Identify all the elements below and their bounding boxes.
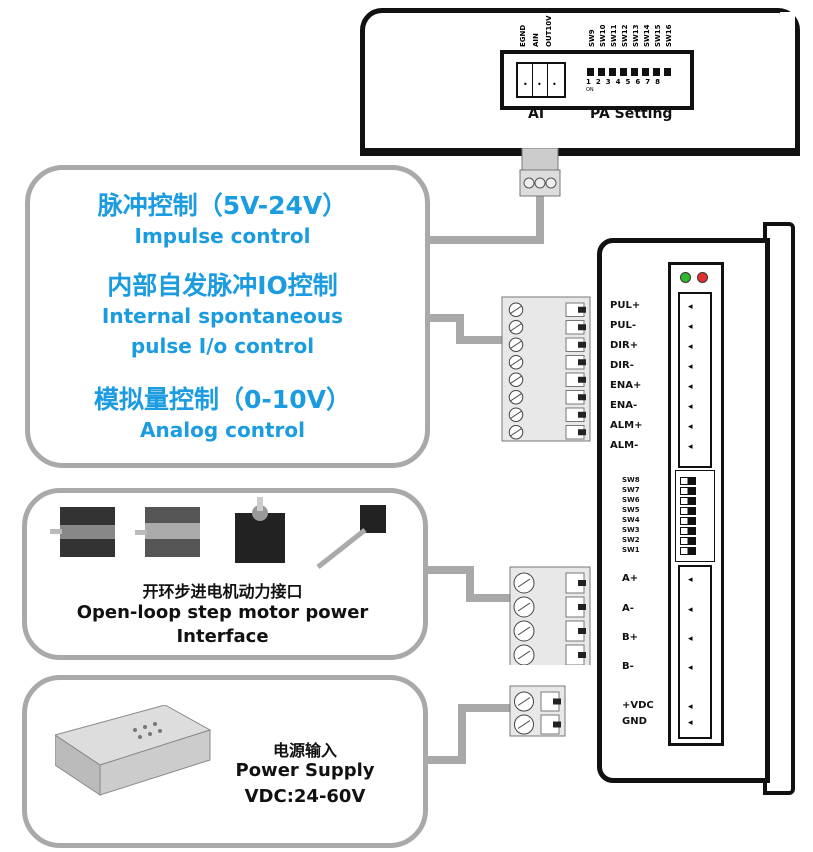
dip-on-label: ON xyxy=(586,87,594,93)
switch-label: SW14 xyxy=(643,24,651,47)
pin-arrow-icon: ◂ xyxy=(688,634,693,644)
stepper-motor-images xyxy=(50,497,386,569)
pin-arrow-icon: ◂ xyxy=(688,342,693,352)
ai-connector: ••• xyxy=(516,62,566,98)
pin-arrow-icon: ◂ xyxy=(688,302,693,312)
wire-motor xyxy=(428,566,512,602)
power-led xyxy=(680,272,691,283)
dip-switch[interactable] xyxy=(680,487,696,495)
dip-switch[interactable] xyxy=(680,477,696,485)
switch-label: SW5 xyxy=(622,506,640,514)
power-pin-label: A+ xyxy=(622,573,639,584)
signal-pin-label: ENA- xyxy=(610,400,638,411)
pin-arrow-icon: ◂ xyxy=(688,402,693,412)
power-pin-label: A- xyxy=(622,603,634,614)
dip-switch[interactable] xyxy=(680,537,696,545)
pin-arrow-icon: ◂ xyxy=(688,442,693,452)
switch-label: SW1 xyxy=(622,546,640,554)
ai-plug xyxy=(519,148,561,197)
power-supply-image xyxy=(55,705,212,796)
pin-arrow-icon: ◂ xyxy=(688,382,693,392)
switch-label: SW7 xyxy=(622,486,640,494)
signal-port xyxy=(678,292,712,468)
power-pin-label: +VDC xyxy=(622,700,654,711)
motor-interface-cn: 开环步进电机动力接口 xyxy=(142,582,303,601)
pin-arrow-icon: ◂ xyxy=(688,702,693,712)
wire-power xyxy=(428,704,512,764)
switch-label: SW4 xyxy=(622,516,640,524)
dip-switch[interactable] xyxy=(680,507,696,515)
pin-arrow-icon: ◂ xyxy=(688,718,693,728)
analog-control-en: Analog control xyxy=(140,418,305,442)
pin-arrow-icon: ◂ xyxy=(688,663,693,673)
control-box xyxy=(25,165,430,468)
signal-pin-label: ALM+ xyxy=(610,420,643,431)
power-supply-en: Power Supply xyxy=(235,760,375,781)
switch-label: SW10 xyxy=(599,24,607,47)
pin-arrow-icon: ◂ xyxy=(688,575,693,585)
pin-arrow-icon: ◂ xyxy=(688,605,693,615)
dip-switch[interactable] xyxy=(680,547,696,555)
impulse-control-cn: 脉冲控制（5V-24V） xyxy=(97,191,348,220)
signal-terminal-plug xyxy=(501,296,591,442)
alarm-led xyxy=(697,272,708,283)
wire-control-terminal xyxy=(430,314,505,344)
dip-switch[interactable] xyxy=(680,527,696,535)
power-pin-label: B- xyxy=(622,661,634,672)
power-pin-label: B+ xyxy=(622,632,639,643)
pin-label: EGND xyxy=(519,24,527,47)
switch-label: SW2 xyxy=(622,536,640,544)
impulse-control-en: Impulse control xyxy=(134,224,311,248)
power-terminal-plug xyxy=(509,685,566,737)
pa-dip-switch[interactable] xyxy=(584,62,674,94)
switch-label: SW12 xyxy=(621,24,629,47)
motor-icon xyxy=(135,507,200,557)
switch-label: SW3 xyxy=(622,526,640,534)
pin-arrow-icon: ◂ xyxy=(688,362,693,372)
switch-label: SW9 xyxy=(588,29,596,47)
power-port xyxy=(678,565,712,739)
switch-label: SW8 xyxy=(622,476,640,484)
dip-switch[interactable] xyxy=(680,517,696,525)
linear-motor-icon xyxy=(316,505,386,569)
wire-control-top xyxy=(430,195,544,244)
signal-pin-label: DIR- xyxy=(610,360,634,371)
top-panel xyxy=(500,50,694,110)
signal-pin-label: ENA+ xyxy=(610,380,642,391)
switch-label: SW13 xyxy=(632,24,640,47)
switch-label: SW15 xyxy=(654,24,662,47)
signal-pin-label: PUL+ xyxy=(610,300,641,311)
power-pin-label: GND xyxy=(622,716,647,727)
pin-arrow-icon: ◂ xyxy=(688,322,693,332)
power-supply-voltage: VDC:24-60V xyxy=(244,786,366,807)
pa-setting-label: PA Setting xyxy=(590,106,673,122)
pin-label: OUT10V xyxy=(545,15,553,47)
switch-label: SW6 xyxy=(622,496,640,504)
dip-numbers: 12345678 xyxy=(586,78,665,86)
pin-label: AIN xyxy=(532,33,540,47)
motor-interface-en-a: Open-loop step motor power xyxy=(76,602,369,623)
signal-pin-label: DIR+ xyxy=(610,340,639,351)
ai-label: AI xyxy=(528,106,545,122)
motor-terminal-plug xyxy=(509,566,591,665)
switch-label: SW11 xyxy=(610,24,618,47)
motor-interface-en-b: Interface xyxy=(176,626,269,647)
internal-pulse-en-a: Internal spontaneous xyxy=(101,304,344,328)
switch-label: SW16 xyxy=(665,24,673,47)
signal-pin-label: PUL- xyxy=(610,320,636,331)
analog-control-cn: 模拟量控制（0-10V） xyxy=(94,385,351,414)
motor-icon xyxy=(235,497,285,563)
motor-icon xyxy=(50,507,115,557)
dip-switch-panel[interactable] xyxy=(675,470,715,562)
top-device xyxy=(360,8,800,156)
power-supply-cn: 电源输入 xyxy=(272,741,337,760)
internal-pulse-cn: 内部自发脉冲IO控制 xyxy=(107,271,338,300)
internal-pulse-en-b: pulse I/o control xyxy=(130,334,315,358)
dip-switch[interactable] xyxy=(680,497,696,505)
signal-pin-label: ALM- xyxy=(610,440,639,451)
pin-arrow-icon: ◂ xyxy=(688,422,693,432)
